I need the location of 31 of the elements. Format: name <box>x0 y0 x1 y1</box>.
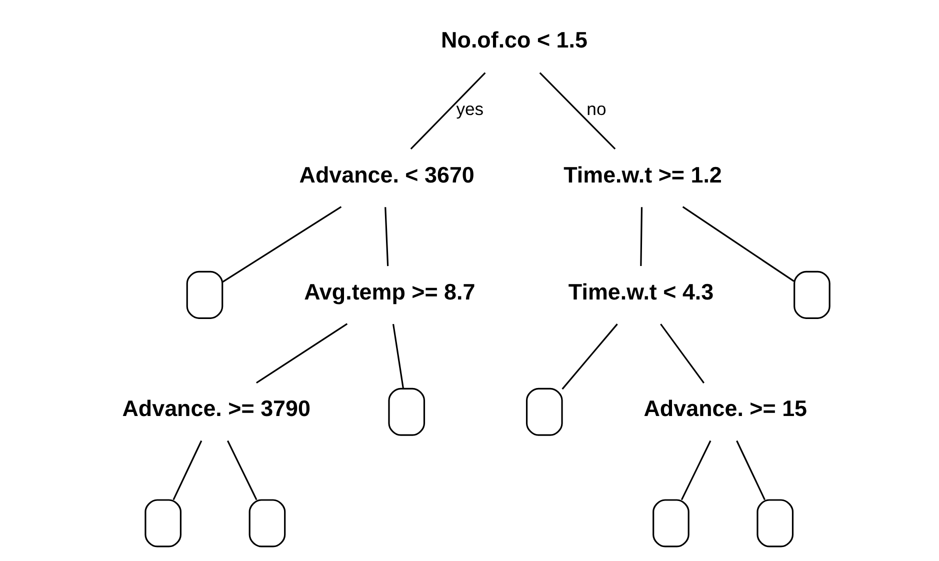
node-box <box>756 499 794 548</box>
node-box <box>248 499 286 548</box>
node-text: Avg.temp >= 8.7 <box>304 279 476 304</box>
connector <box>682 206 794 282</box>
connector <box>660 324 705 384</box>
connector <box>384 207 389 266</box>
node-box <box>388 388 426 436</box>
connector <box>736 440 766 500</box>
edge-label: yes <box>456 99 484 120</box>
node-text: Advance. >= 15 <box>644 396 808 422</box>
connector <box>539 72 616 150</box>
node-box <box>526 388 563 436</box>
edge-label: no <box>586 99 606 120</box>
node-box <box>186 270 224 319</box>
node-box <box>144 499 182 548</box>
connector <box>680 440 712 500</box>
node-text: Time.w.t < 4.3 <box>568 279 714 304</box>
connector <box>392 324 404 388</box>
connector <box>172 440 202 500</box>
node-text: Time.w.t >= 1.2 <box>564 162 722 188</box>
node-box <box>652 499 690 548</box>
connector <box>226 440 258 500</box>
connector <box>256 323 348 384</box>
node-text: Advance. >= 3790 <box>122 396 310 422</box>
node-text: Advance. < 3670 <box>299 162 474 188</box>
connector <box>562 324 618 390</box>
connector <box>640 207 643 266</box>
node-text: No.of.co < 1.5 <box>441 28 588 53</box>
connector <box>410 72 486 150</box>
connector <box>222 206 342 283</box>
node-box <box>794 270 830 319</box>
